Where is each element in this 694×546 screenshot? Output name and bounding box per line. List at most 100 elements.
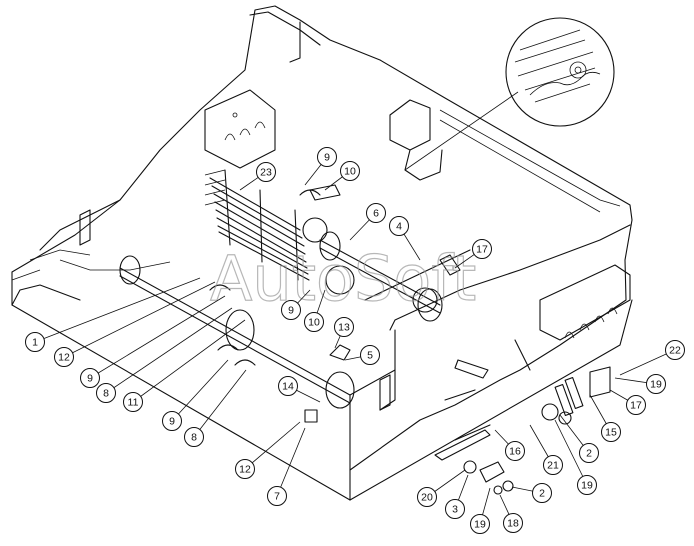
callout-number: 2 [586,448,592,460]
callout-number: 8 [103,388,109,400]
callout-3: 3 [445,499,465,519]
leader-line [171,359,229,422]
callout-number: 4 [396,221,402,233]
callout-circle [360,345,380,365]
leader-line [63,281,216,358]
leader-line [244,421,301,470]
leader-line [619,349,676,376]
callout-19: 19 [577,475,597,495]
callout-number: 9 [169,416,175,428]
callout-14: 14 [278,376,298,396]
callout-13: 13 [334,317,354,337]
callout-15: 15 [601,422,621,442]
callout-circle [334,317,354,337]
callout-number: 9 [87,373,93,385]
callout-circle [532,483,552,503]
bracket-right [539,264,631,341]
leader-line [554,419,588,486]
callout-number: 17 [630,400,642,412]
callout-2: 2 [532,483,552,503]
callout-2: 2 [579,443,599,463]
callout-circle [577,475,597,495]
leader-lines [34,156,676,525]
callout-11: 11 [123,392,143,412]
callout-circle [123,392,143,412]
callout-circle [470,514,490,534]
callout-circle [54,347,74,367]
callout-5: 5 [360,345,380,365]
callout-circle [267,486,287,506]
callout-19: 19 [646,374,666,394]
callout-12: 12 [54,347,74,367]
callout-circle [340,161,360,181]
leader-line [105,307,233,394]
sprockets [302,217,438,313]
callout-circle [278,376,298,396]
callout-7: 7 [267,486,287,506]
callout-circle [281,300,301,320]
callout-number: 5 [367,350,373,362]
callout-circle [543,455,563,475]
callout-circle [646,374,666,394]
leader-line [89,295,226,379]
callout-number: 19 [474,519,486,531]
callout-circle [665,340,685,360]
frame-outline [11,5,633,501]
leader-line [34,277,201,343]
callout-circle [184,427,204,447]
callout-number: 21 [547,460,559,472]
callout-number: 20 [421,492,433,504]
callout-number: 14 [282,381,294,393]
callout-circle [304,312,324,332]
callout-number: 19 [581,480,593,492]
callout-number: 9 [288,305,294,317]
callout-number: 3 [452,504,458,516]
leader-line [193,369,247,438]
callout-22: 22 [665,340,685,360]
callout-number: 12 [58,352,70,364]
callout-circle [505,441,525,461]
callout-8: 8 [184,427,204,447]
callout-circle [417,487,437,507]
callout-number: 6 [373,208,379,220]
callout-number: 18 [507,518,519,530]
callout-number: 9 [324,152,330,164]
callout-number: 22 [669,345,681,357]
callout-number: 8 [191,432,197,444]
callout-number: 10 [344,166,356,178]
chain-detail-inset [404,17,615,171]
callout-number: 2 [539,488,545,500]
callout-4: 4 [389,216,409,236]
callout-circle [366,203,386,223]
callout-circle [317,147,337,167]
callout-number: 13 [338,322,350,334]
callout-circle [25,332,45,352]
callout-number: 23 [260,167,272,179]
callout-21: 21 [543,455,563,475]
leader-line [132,319,246,403]
callout-circle [80,368,100,388]
callout-1: 1 [25,332,45,352]
callout-number: 7 [274,491,280,503]
callout-number: 11 [128,397,139,409]
callout-9: 9 [80,368,100,388]
callout-circle [235,459,255,479]
callout-circle [256,162,276,182]
callout-circle [445,499,465,519]
callout-10: 10 [304,312,324,332]
bracket-left [204,89,276,169]
callout-number: 12 [239,464,251,476]
callout-circle [626,395,646,415]
callout-circle [162,411,182,431]
callout-circle [389,216,409,236]
callout-number: 17 [476,244,488,256]
callout-number: 19 [650,379,662,391]
callout-number: 1 [32,337,38,349]
callout-circle [579,443,599,463]
callout-9: 9 [317,147,337,167]
callout-9: 9 [162,411,182,431]
callout-17: 17 [626,395,646,415]
callout-10: 10 [340,161,360,181]
